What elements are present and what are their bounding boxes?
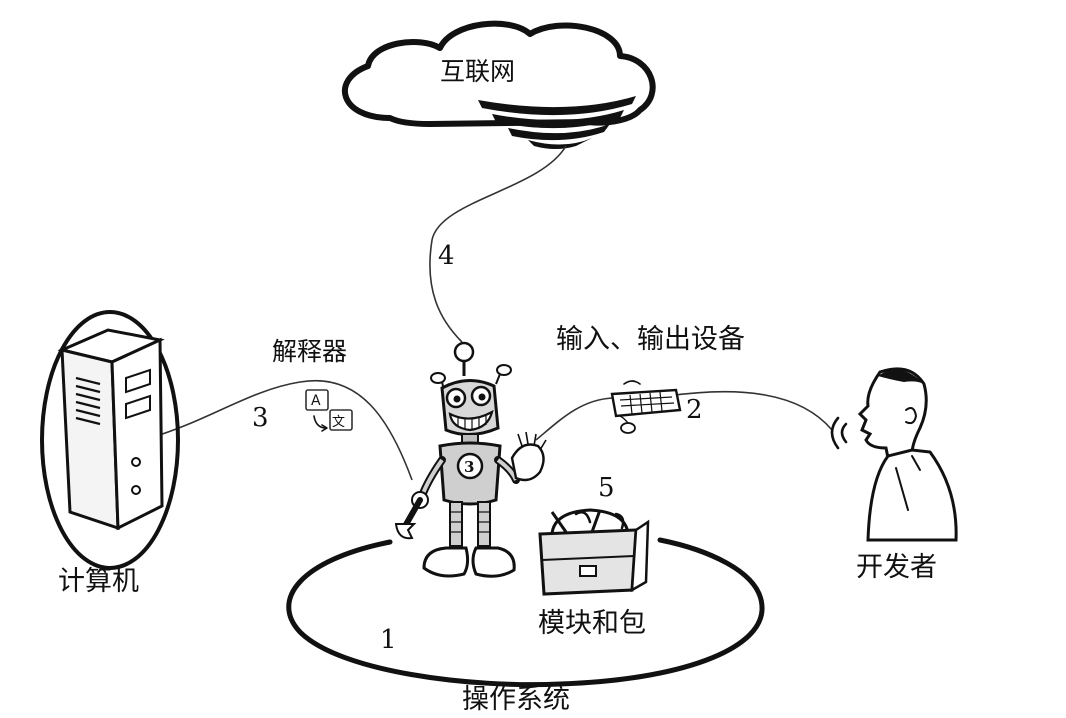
toolbox-icon <box>538 508 650 596</box>
svg-text:3: 3 <box>464 458 474 476</box>
robot-icon: 3 <box>394 341 547 578</box>
modules-label: 模块和包 <box>538 608 646 639</box>
number-3: 3 <box>252 403 269 433</box>
wire-keyboard-developer <box>667 390 833 431</box>
number-4: 4 <box>438 241 455 271</box>
number-2: 2 <box>686 395 703 425</box>
computer-icon <box>40 310 180 570</box>
svg-text:文: 文 <box>332 415 345 430</box>
wifi-icon <box>478 96 636 149</box>
keyboard-icon <box>610 388 682 418</box>
wire-robot-keyboard <box>535 397 613 441</box>
computer-label: 计算机 <box>58 566 139 597</box>
os-ellipse <box>286 537 765 688</box>
mouse-icon <box>619 380 641 434</box>
translate-icon: A 文 <box>305 389 353 432</box>
number-5: 5 <box>598 473 615 503</box>
os-label: 操作系统 <box>462 684 570 715</box>
developer-icon <box>830 367 958 542</box>
number-1: 1 <box>380 625 397 655</box>
internet-label: 互联网 <box>440 57 515 86</box>
io-devices-label: 输入、输出设备 <box>556 324 745 355</box>
interpreter-label: 解释器 <box>272 337 347 366</box>
developer-label: 开发者 <box>856 552 937 583</box>
svg-text:A: A <box>311 393 321 409</box>
wire-computer-robot <box>149 379 413 481</box>
wire-internet-robot <box>429 145 567 343</box>
